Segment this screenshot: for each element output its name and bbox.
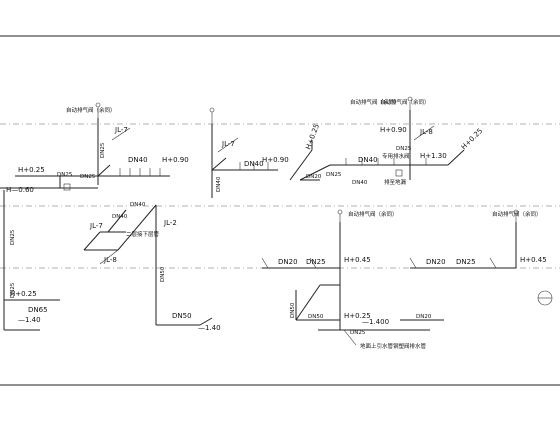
note-floor-drain: 排至地漏 xyxy=(384,178,407,186)
lower-right-stub-1 xyxy=(409,257,417,269)
label-dn25-left2: DN25 xyxy=(10,282,16,298)
label-h130: H+1.30 xyxy=(420,152,447,160)
note-lower-pipe: 二层接下层管 xyxy=(126,230,160,238)
label-dn20-2: DN20 xyxy=(278,258,298,266)
label-h025-a: H+0.25 xyxy=(18,166,45,174)
riser-label-jl8-b: JL-8 xyxy=(103,256,117,264)
small-valve-a xyxy=(63,183,71,191)
diag-main-1 xyxy=(117,204,157,251)
label-dn40-6: DN40 xyxy=(112,214,128,220)
air-valve-label-4: 自动排气阀（余同） xyxy=(348,210,398,218)
label-h025-d: H+0.25 xyxy=(10,290,37,298)
label-dn50-1: DN50 xyxy=(160,266,166,282)
label-dn50-4: DN50 xyxy=(308,314,324,320)
branch-zig-3 xyxy=(289,149,313,181)
label-m140-c: —1.400 xyxy=(362,318,389,326)
jl7-a-leader xyxy=(111,127,131,141)
label-h045-a: H+0.45 xyxy=(344,256,371,264)
label-dn50-2: DN50 xyxy=(172,312,192,320)
label-dn20-4: DN20 xyxy=(426,258,446,266)
label-dn40-5: DN40 xyxy=(352,180,368,186)
diag-main-4 xyxy=(83,231,101,251)
label-h025-b: H+0.25 xyxy=(460,127,485,152)
label-h060: H—0.60 xyxy=(6,186,34,194)
riser-label-jl7-a: JL-7 xyxy=(114,126,128,134)
note-lower-outlet: 地面上引水管钢塑阀排水管 xyxy=(360,342,427,350)
label-h025-c: H+0.25 xyxy=(304,123,321,151)
air-valve-5 xyxy=(513,209,519,215)
label-dn40-2: DN40 xyxy=(216,176,222,192)
label-dn25-5b: DN25 xyxy=(306,258,326,266)
lower-zig-1 xyxy=(295,284,321,321)
label-dn40-4: DN40 xyxy=(358,156,378,164)
label-h025-e: H+0.25 xyxy=(344,312,371,320)
bottom-run-2 xyxy=(199,317,213,326)
air-valve-3 xyxy=(407,96,413,102)
label-h090-a: H+0.90 xyxy=(162,156,189,164)
label-dn25-3: DN25 xyxy=(80,174,96,180)
label-dn25-7: DN25 xyxy=(326,172,342,178)
jl8-a-leader xyxy=(413,125,435,141)
note-lower-leader xyxy=(343,329,357,346)
label-dn25-6: DN25 xyxy=(396,146,412,152)
note-drain-valve: 专用排水阀 xyxy=(382,152,410,160)
label-dn65: DN65 xyxy=(28,306,48,314)
air-valve-2 xyxy=(209,107,215,113)
diag-riser-2 xyxy=(211,157,227,171)
lower-mid-stub-1 xyxy=(261,257,269,269)
air-valve-label-3: 自动排气阀（余同） xyxy=(380,98,430,106)
label-h090-c: H+0.90 xyxy=(380,126,407,134)
lower-right-stub-2 xyxy=(489,257,497,269)
riser-label-jl7-c: JL-7 xyxy=(89,222,103,230)
label-dn50-3: DN50 xyxy=(290,302,296,318)
jl8-b-leader xyxy=(99,249,119,265)
air-valve-label-extra: 自动排气阀（余同） xyxy=(350,98,400,106)
label-m140-b: —1.40 xyxy=(18,316,41,324)
label-dn25-1: DN25 xyxy=(100,142,106,158)
label-h045-b: H+0.45 xyxy=(520,256,547,264)
air-valve-label-1: 自动排气阀（余同） xyxy=(66,106,116,114)
riser-label-jl7-b: JL-7 xyxy=(221,140,235,148)
diag-riser-1 xyxy=(97,164,111,177)
small-valve-b xyxy=(395,169,403,177)
jl7-b-leader xyxy=(217,137,239,153)
label-dn25-2: DN25 xyxy=(57,172,73,178)
branch-zig-1 xyxy=(299,164,331,181)
label-dn40-7: DN40 xyxy=(130,202,146,208)
lower-mid-stub-2 xyxy=(309,257,317,269)
label-m140-a: —1.40 xyxy=(198,324,221,332)
label-dn25-left: DN25 xyxy=(10,229,16,245)
diag-main-6 xyxy=(107,209,127,233)
branch-right-stub xyxy=(447,149,465,166)
riser-label-jl2: JL-2 xyxy=(163,219,177,227)
label-dn20-3: DN20 xyxy=(416,314,432,320)
label-dn40-3: DN40 xyxy=(244,160,264,168)
label-dn25-9: DN25 xyxy=(456,258,476,266)
label-dn25-8: DN25 xyxy=(350,330,366,336)
label-dn20-1: DN20 xyxy=(306,174,322,180)
air-valve-4 xyxy=(337,209,343,215)
label-dn40-1: DN40 xyxy=(128,156,148,164)
air-valve-label-5: 自动排气阀（余同） xyxy=(492,210,542,218)
air-valve-1 xyxy=(95,102,101,108)
label-h090-b: H+0.90 xyxy=(262,156,289,164)
